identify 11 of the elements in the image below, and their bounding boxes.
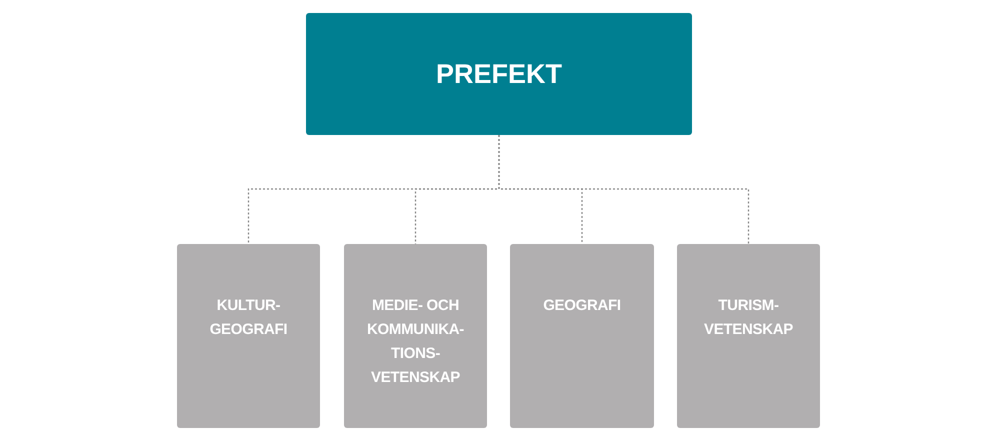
department-name: KULTUR- GEOGRAFI (208, 296, 288, 340)
role-title: PREFEKT (436, 58, 562, 90)
department-name: GEOGRAFI (543, 296, 621, 316)
department-name: MEDIE- OCH KOMMUNIKA- TIONS- VETENSKAP (366, 296, 465, 388)
department-box (177, 244, 320, 428)
department-box (677, 244, 820, 428)
department-name: TURISM- VETENSKAP (703, 296, 794, 340)
department-box (510, 244, 654, 428)
head-box (306, 13, 692, 135)
connector-line (498, 135, 750, 244)
department-box (344, 244, 487, 428)
